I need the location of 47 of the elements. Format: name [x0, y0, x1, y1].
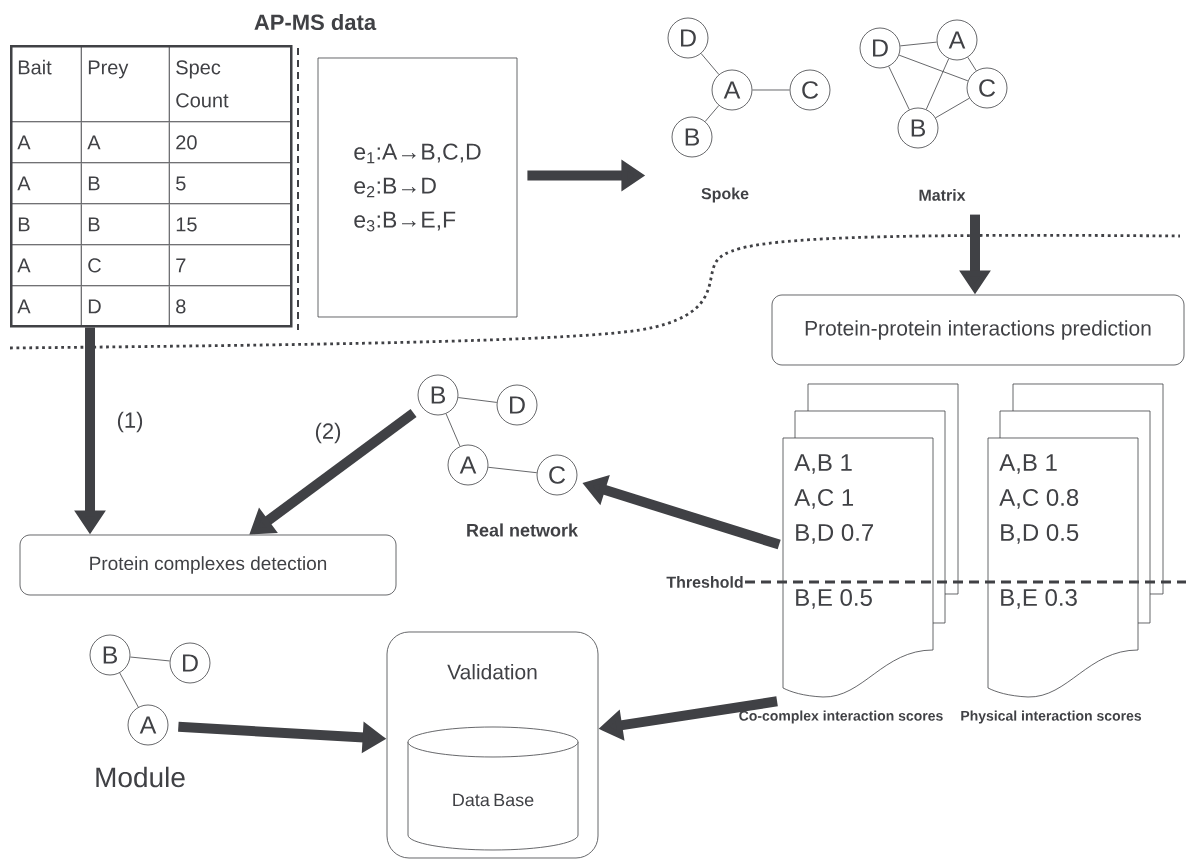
node-label: Data Base	[453, 793, 534, 807]
graph-node: A	[127, 704, 169, 746]
node-label: Physical interaction scores	[961, 710, 1142, 724]
graph-node: D	[859, 27, 901, 69]
graph-node: B	[897, 107, 939, 149]
edge-label: (2)	[312, 420, 344, 446]
graph-edge	[888, 66, 910, 110]
document-stack: A,B 1 A,C 0.8 B,D 0.5 B,E 0.3	[987, 383, 1164, 698]
graph-caption: Spoke	[701, 187, 749, 203]
graph-caption: Matrix	[919, 189, 966, 201]
process-box: Protein-protein interactions prediction	[771, 294, 1185, 366]
graph-node: C	[536, 454, 578, 496]
graph-edge	[935, 97, 970, 119]
graph-edge	[129, 656, 171, 662]
graph-node: B	[417, 374, 459, 416]
heading: AP-MS data	[254, 13, 377, 31]
graph-edge	[899, 41, 938, 47]
graph-edge	[967, 56, 977, 72]
graph-node: B	[89, 634, 131, 676]
graph-edge	[925, 58, 950, 110]
graph-node: C	[966, 67, 1008, 109]
graph-node: B	[671, 116, 713, 158]
edge-label: (1)	[114, 409, 146, 435]
graph-node: D	[496, 384, 538, 426]
graph-edge	[752, 89, 790, 91]
graph-node: A	[711, 69, 753, 111]
graph-node: A	[447, 444, 489, 486]
graph-node: D	[667, 17, 709, 59]
graph-edge	[445, 413, 461, 447]
graph-caption: Module	[96, 766, 185, 788]
threshold-label: Threshold	[666, 576, 743, 588]
graph-edge	[457, 397, 498, 403]
graph-node: D	[169, 642, 211, 684]
graph-edge	[898, 54, 969, 82]
graph-edge	[700, 53, 720, 75]
graph-node: A	[936, 19, 978, 61]
node-label: Co-complex interaction scores	[739, 710, 943, 724]
edge-list-box: e$_{1}$:A→B,C,D e$_{2}$:B→D e$_{3}$:B→E,F	[317, 57, 518, 318]
data-table: Bait Prey Spec Count A A 20 A B 5 B B 15 A C 7 A D 8	[10, 45, 293, 328]
graph-edge	[704, 105, 720, 122]
database-cylinder: Data Base	[407, 726, 579, 851]
document-stack: A,B 1 A,C 1 B,D 0.7 B,E 0.5	[782, 383, 959, 698]
graph-edge	[487, 466, 538, 474]
graph-node: C	[789, 69, 831, 111]
graph-edge	[119, 672, 139, 708]
process-box: Protein complexes detection	[19, 534, 397, 596]
graph-caption: Real network	[467, 523, 579, 537]
